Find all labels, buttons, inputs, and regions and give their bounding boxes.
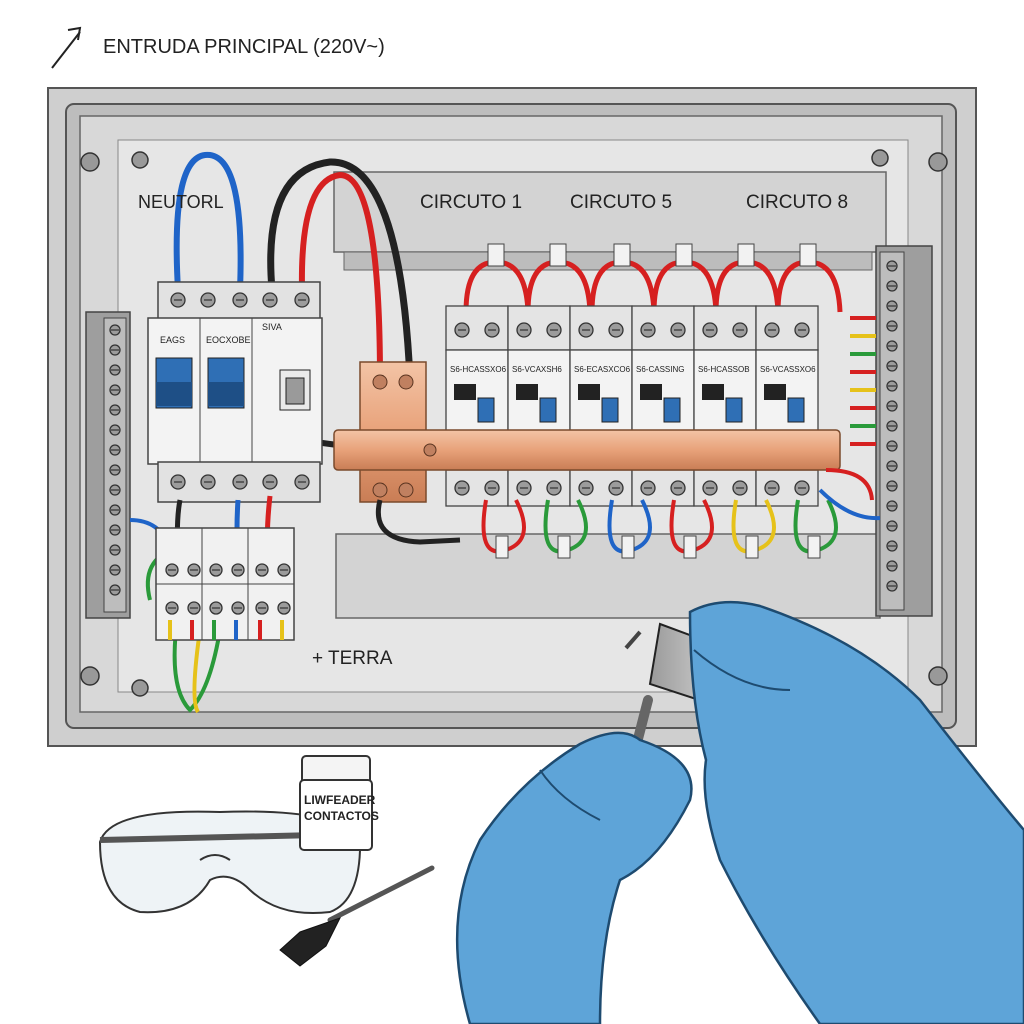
main-breaker-block: EAGS EOCXOBE SIVA — [147, 281, 323, 503]
neutral-label: NEUTORL — [138, 192, 224, 212]
earth-terminal-block — [155, 527, 295, 641]
top-cable-duct — [333, 171, 887, 253]
cable-clip — [799, 243, 817, 267]
cable-clip — [807, 535, 821, 559]
neutral-feed-wire — [173, 151, 244, 291]
side-return-wire — [818, 488, 881, 521]
branch-breaker-tag: S6-VCAXSH6 — [512, 365, 562, 374]
busbar-return-wire — [376, 499, 461, 545]
cleaning-brush — [279, 865, 435, 967]
circuit-label-1: CIRCUTO 1 — [420, 192, 522, 213]
entry-label: ENTRUDA PRINCIPAL (220V~) — [103, 36, 385, 58]
contact-grease-jar: LIWFEADER CONTACTOS — [299, 755, 379, 851]
earth-ground-wire — [172, 629, 222, 713]
cable-clip — [745, 535, 759, 559]
jar-label-line-1: LIWFEADER — [304, 793, 376, 807]
branch-breaker-tag: S6-VCASSXO6 — [760, 365, 816, 374]
cable-clip — [613, 243, 631, 267]
copper-busbar — [333, 361, 841, 503]
gloved-hand-right — [688, 600, 1024, 1024]
breaker-toggle-blue — [787, 397, 805, 423]
breaker-toggle-dark — [454, 384, 476, 400]
line-feed-wire-red — [298, 171, 383, 381]
breaker-toggle-blue — [477, 397, 495, 423]
breaker-toggle-dark — [702, 384, 724, 400]
branch-breaker-tag: S6-ECASXCO6 — [574, 365, 631, 374]
main-breaker-tag-3: SIVA — [262, 322, 282, 332]
cable-clip — [495, 535, 509, 559]
breaker-toggle-dark — [578, 384, 600, 400]
left-terminal-strip — [85, 311, 131, 619]
side-return-wire — [825, 468, 874, 501]
corner-screws — [80, 149, 948, 699]
cable-clip — [557, 535, 571, 559]
breaker-toggle-blue — [539, 397, 557, 423]
cable-clip — [487, 243, 505, 267]
safety-goggles — [98, 810, 362, 915]
circuit-label-3: CIRCUTO 8 — [746, 192, 848, 213]
main-breaker-tag-2: EOCXOBE — [206, 335, 251, 345]
earth-label: + TERRA — [312, 648, 393, 669]
breaker-toggle-blue — [601, 397, 619, 423]
cable-clip — [683, 535, 697, 559]
jar-label-line-2: CONTACTOS — [304, 809, 379, 823]
right-terminal-strip — [875, 245, 933, 617]
gloved-hand-left — [455, 731, 693, 1024]
branch-breaker-tag: S6-CASSING — [636, 365, 684, 374]
cable-clip — [737, 243, 755, 267]
branch-breaker-tag: S6-HCASSOB — [698, 365, 750, 374]
breaker-toggle-blue — [663, 397, 681, 423]
breaker-toggle-blue — [725, 397, 743, 423]
main-breaker-tag-1: EAGS — [160, 335, 185, 345]
breaker-toggle-dark — [516, 384, 538, 400]
line-feed-wire-black — [267, 158, 414, 381]
arrow-up-right-icon — [51, 26, 82, 69]
earth-ground-wire-yellow — [192, 629, 202, 714]
circuit-label-2: CIRCUTO 5 — [570, 192, 672, 213]
cable-clip — [549, 243, 567, 267]
branch-breaker-tag: S6-HCASSXO6 — [450, 365, 507, 374]
cable-clip — [621, 535, 635, 559]
cable-clip — [675, 243, 693, 267]
breaker-toggle-dark — [640, 384, 662, 400]
bottom-cable-duct — [335, 533, 881, 619]
breaker-toggle-dark — [764, 384, 786, 400]
